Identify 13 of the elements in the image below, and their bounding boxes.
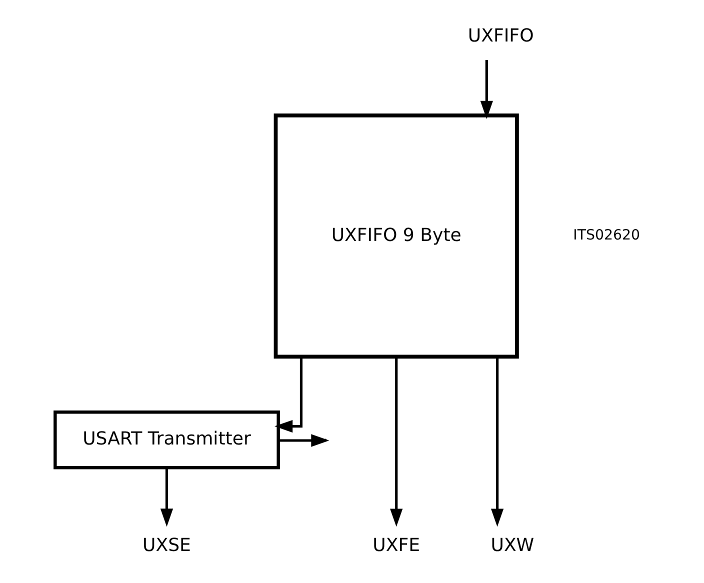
arrow bbox=[160, 468, 173, 527]
label: ITS02620 bbox=[572, 228, 640, 244]
arrow bbox=[390, 356, 402, 527]
node-text: UXFIFO bbox=[467, 26, 534, 46]
arrow bbox=[278, 434, 329, 447]
node-box: UXFIFO 9 Byte bbox=[273, 113, 518, 359]
arrow bbox=[490, 356, 504, 527]
arrow bbox=[480, 60, 492, 119]
arrow bbox=[274, 357, 302, 433]
node-text: UXW bbox=[490, 535, 534, 556]
node-text: UXFE bbox=[372, 535, 420, 556]
node-box: USART Transmitter bbox=[53, 410, 280, 470]
node-text: UXSE bbox=[142, 535, 190, 556]
